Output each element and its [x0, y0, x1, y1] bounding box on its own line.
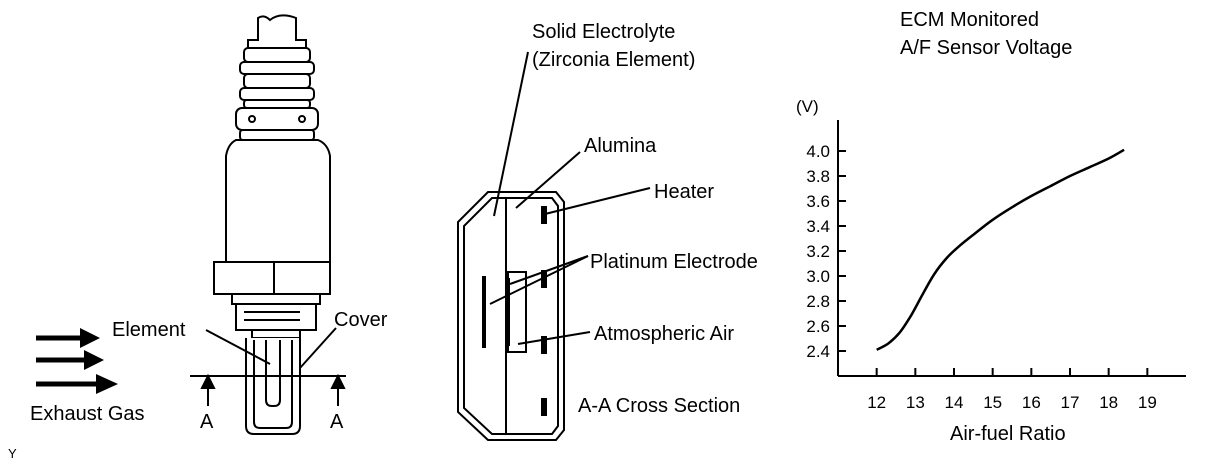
y-tick-label: 3.0 [806, 267, 830, 286]
platinum-electrode-label: Platinum Electrode [590, 251, 758, 273]
cross-section [457, 51, 651, 441]
x-tick-label: 15 [983, 393, 1002, 412]
x-tick-label: 12 [867, 393, 886, 412]
heater-elements [541, 206, 547, 416]
atmospheric-air-label: Atmospheric Air [594, 323, 734, 345]
element-label: Element [112, 319, 186, 341]
af-sensor [190, 14, 346, 435]
y-tick-label: 2.4 [806, 342, 830, 361]
y-tick-label: 3.6 [806, 192, 830, 211]
y-tick-label: 4.0 [806, 142, 830, 161]
chart-title-line2: A/F Sensor Voltage [900, 37, 1072, 59]
heater-leader [544, 187, 651, 215]
x-tick-label: 14 [945, 393, 964, 412]
platinum-electrode-outer [482, 276, 486, 348]
platinum-leader-1 [489, 255, 589, 305]
x-tick-label: 19 [1138, 393, 1157, 412]
x-tick-label: 17 [1061, 393, 1080, 412]
x-tick-label: 13 [906, 393, 925, 412]
y-tick-label: 3.4 [806, 217, 830, 236]
sensor-body [225, 139, 331, 263]
exhaust-arrows [36, 328, 118, 394]
sensor-top-terminal [247, 14, 307, 49]
atmospheric-leader [517, 331, 591, 345]
chart-axes [837, 120, 1186, 377]
section-marker-right: A [330, 411, 344, 433]
y-axis-unit: (V) [796, 97, 819, 116]
solid-electrolyte-label-1: Solid Electrolyte [532, 21, 675, 43]
atmospheric-air-chamber [507, 271, 527, 353]
x-axis-label: Air-fuel Ratio [950, 423, 1066, 445]
platinum-leader-2 [509, 255, 589, 285]
section-arrow-left [200, 373, 216, 406]
heater-label: Heater [654, 181, 714, 203]
sensor-threads [231, 293, 321, 339]
sensor-hex-nut [213, 261, 331, 295]
cross-section-outline [457, 191, 565, 441]
solid-electrolyte-label-2: (Zirconia Element) [532, 49, 695, 71]
y-tick-label: 2.6 [806, 317, 830, 336]
section-arrow-right [330, 373, 346, 406]
y-tick-label: 2.8 [806, 292, 830, 311]
sensor-element [265, 340, 281, 407]
x-tick-label: 16 [1022, 393, 1041, 412]
corner-mark: Y [8, 446, 17, 461]
element-leader [205, 329, 271, 365]
x-tick-label: 18 [1099, 393, 1118, 412]
y-tick-label: 3.2 [806, 242, 830, 261]
cover-label: Cover [334, 309, 388, 331]
section-marker-left: A [200, 411, 214, 433]
sensor-cover [245, 338, 301, 435]
voltage-curve [876, 148, 1125, 351]
sensor-grommet [235, 47, 319, 141]
solid-electrolyte-leader [493, 51, 529, 217]
y-tick-label: 3.8 [806, 167, 830, 186]
chart-title-line1: ECM Monitored [900, 9, 1039, 31]
cross-section-caption: A-A Cross Section [578, 395, 740, 417]
chart-ticks: 2.4 2.6 2.8 3.0 3.2 3.4 3.6 3.8 4.0 12 13 14 15 16 17 1… [806, 142, 1156, 412]
exhaust-gas-label: Exhaust Gas [30, 403, 145, 425]
cover-leader [299, 327, 337, 369]
alumina-label: Alumina [584, 135, 657, 157]
alumina-leader [515, 151, 581, 209]
